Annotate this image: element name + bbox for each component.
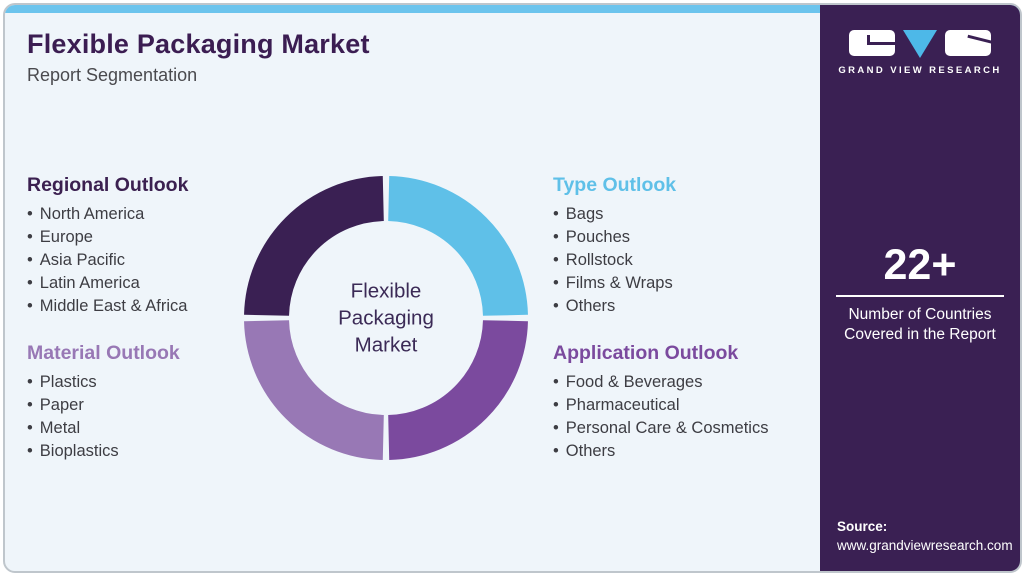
list-item: Paper [27, 394, 327, 417]
material-outlook-list: PlasticsPaperMetalBioplastics [27, 371, 327, 463]
list-item: Middle East & Africa [27, 295, 327, 318]
list-item: Metal [27, 417, 327, 440]
logo-letter-g [849, 30, 895, 56]
list-item: Bags [553, 203, 853, 226]
page-title: Flexible Packaging Market [27, 29, 370, 59]
list-item: Pouches [553, 226, 853, 249]
source-label: Source: [837, 519, 888, 534]
list-item: Rollstock [553, 249, 853, 272]
list-item: Asia Pacific [27, 249, 327, 272]
list-item: Pharmaceutical [553, 394, 853, 417]
list-item: Personal Care & Cosmetics [553, 417, 853, 440]
application-outlook-heading: Application Outlook [553, 342, 739, 364]
top-accent-bar [5, 5, 1020, 13]
sidebar: GRAND VIEW RESEARCH 22+ Number of Countr… [820, 5, 1020, 571]
logo-text: GRAND VIEW RESEARCH [838, 65, 1002, 76]
list-item: Europe [27, 226, 327, 249]
donut-chart-svg [244, 176, 528, 460]
list-item: Others [553, 295, 853, 318]
page-subtitle: Report Segmentation [27, 65, 198, 85]
source-url: www.grandviewresearch.com [837, 538, 1013, 553]
donut-segment-regional-outlook [244, 176, 385, 317]
donut-segment-material-outlook [244, 319, 385, 460]
regional-outlook-heading: Regional Outlook [27, 174, 189, 196]
logo-letter-v-triangle-icon [903, 30, 937, 58]
logo-letter-r [945, 30, 991, 56]
type-outlook-list: BagsPouchesRollstockFilms & WrapsOthers [553, 203, 853, 318]
donut-segment-type-outlook [387, 176, 528, 317]
gvr-logo-icon [820, 30, 1020, 58]
header: Flexible Packaging Market Report Segment… [27, 29, 370, 86]
countries-stat: 22+ Number of Countries Covered in the R… [820, 242, 1020, 345]
list-item: Films & Wraps [553, 272, 853, 295]
list-item: North America [27, 203, 327, 226]
list-item: Food & Beverages [553, 371, 853, 394]
stat-divider [836, 295, 1004, 297]
section-regional-outlook: Regional Outlook North AmericaEuropeAsia… [27, 174, 327, 318]
list-item: Latin America [27, 272, 327, 295]
report-card: Flexible Packaging Market Report Segment… [3, 3, 1022, 573]
stat-caption: Number of Countries Covered in the Repor… [844, 306, 996, 343]
section-material-outlook: Material Outlook PlasticsPaperMetalBiopl… [27, 342, 327, 463]
source-block: Source: www.grandviewresearch.com [837, 519, 1013, 553]
grand-view-research-logo: GRAND VIEW RESEARCH [820, 30, 1020, 76]
list-item: Others [553, 440, 853, 463]
donut-center-label: Flexible Packaging Market [338, 279, 434, 357]
type-outlook-heading: Type Outlook [553, 174, 677, 196]
stat-value: 22+ [883, 241, 957, 289]
donut-chart: Flexible Packaging Market [244, 176, 528, 460]
section-application-outlook: Application Outlook Food & BeveragesPhar… [553, 342, 853, 463]
material-outlook-heading: Material Outlook [27, 342, 180, 364]
section-type-outlook: Type Outlook BagsPouchesRollstockFilms &… [553, 174, 853, 318]
list-item: Bioplastics [27, 440, 327, 463]
donut-segment-application-outlook [387, 319, 528, 460]
regional-outlook-list: North AmericaEuropeAsia PacificLatin Ame… [27, 203, 327, 318]
application-outlook-list: Food & BeveragesPharmaceuticalPersonal C… [553, 371, 853, 463]
list-item: Plastics [27, 371, 327, 394]
